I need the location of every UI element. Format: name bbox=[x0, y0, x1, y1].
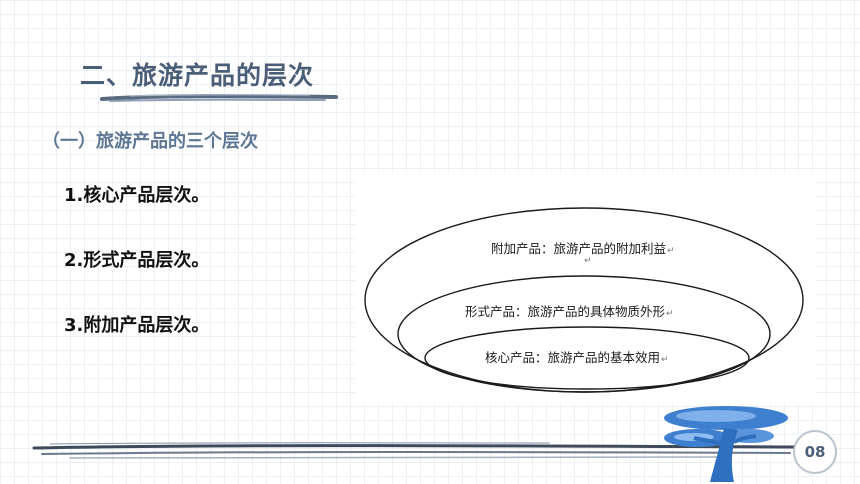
paragraph-mark-icon: ↵ bbox=[666, 309, 674, 319]
level-item-extended: 3.附加产品层次。 bbox=[64, 315, 210, 336]
paragraph-mark-icon: ↵ bbox=[661, 355, 669, 365]
blue-tree-icon bbox=[664, 406, 788, 482]
slide-title: 二、旅游产品的层次 bbox=[80, 61, 315, 90]
level-item-core: 1.核心产品层次。 bbox=[64, 185, 210, 206]
paragraph-mark-icon: ↵ bbox=[667, 246, 675, 256]
slide-subtitle: （一）旅游产品的三个层次 bbox=[42, 131, 258, 152]
nested-ellipses bbox=[364, 207, 804, 393]
product-levels-diagram: 附加产品：旅游产品的附加利益↵ ↵ 形式产品：旅游产品的具体物质外形↵ 核心产品… bbox=[355, 172, 815, 404]
title-brush-stroke bbox=[100, 94, 338, 102]
ring-core bbox=[424, 326, 750, 390]
ring-label-core: 核心产品：旅游产品的基本效用↵ bbox=[485, 350, 669, 365]
ring-form bbox=[397, 275, 771, 393]
level-item-form: 2.形式产品层次。 bbox=[64, 250, 210, 271]
paragraph-mark-icon: ↵ bbox=[584, 256, 592, 266]
page-number-badge: 08 bbox=[793, 430, 837, 474]
ring-label-extended: 附加产品：旅游产品的附加利益↵ bbox=[491, 241, 675, 256]
ring-label-form: 形式产品：旅游产品的具体物质外形↵ bbox=[465, 304, 674, 319]
